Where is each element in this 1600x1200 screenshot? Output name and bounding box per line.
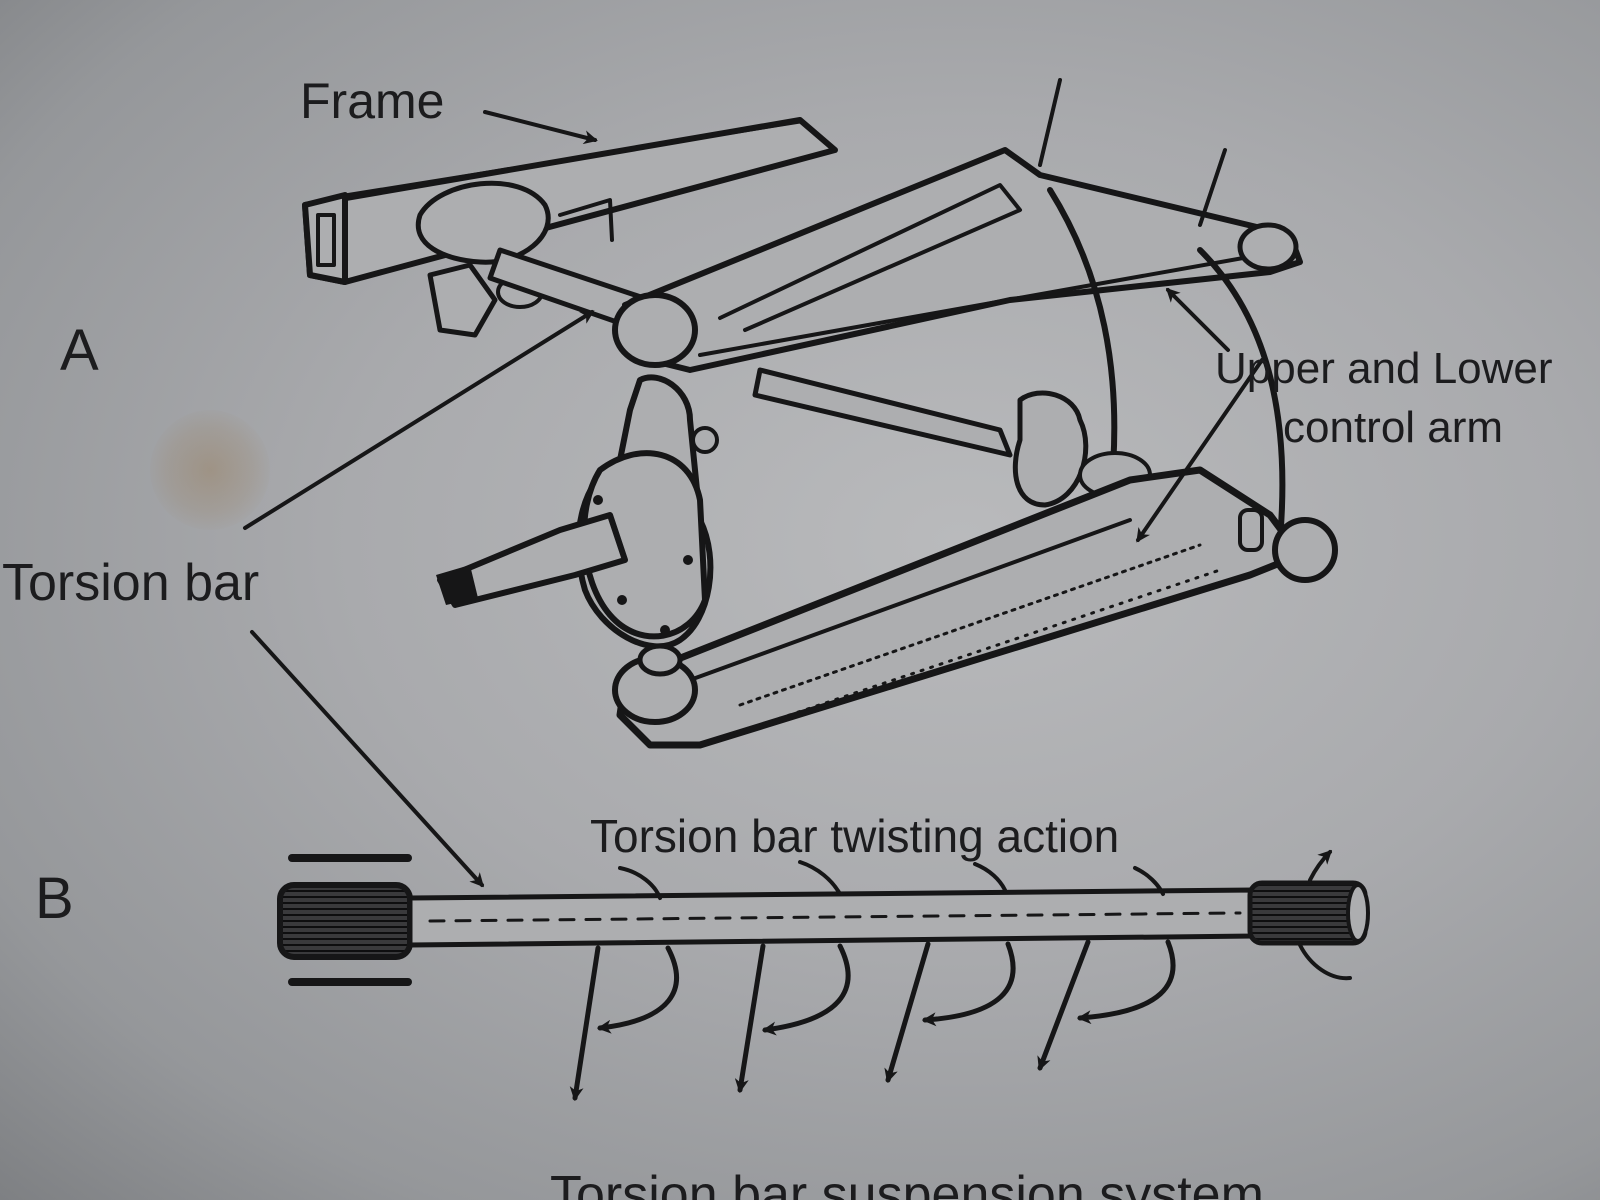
frame-label: Frame xyxy=(300,73,444,129)
torsion-bar-leader-b xyxy=(250,630,485,888)
steering-knuckle xyxy=(436,374,719,650)
part-a-label: A xyxy=(60,318,99,383)
shock-absorber xyxy=(1047,187,1118,503)
twist-arrows xyxy=(569,939,1176,1101)
control-arm-label-line2: control arm xyxy=(1283,403,1503,452)
anchored-spline-end xyxy=(277,882,413,960)
torsion-bar-twist-drawing xyxy=(277,849,1370,1101)
figure-caption: Torsion bar suspension system xyxy=(550,1166,1264,1200)
torsion-bar-label: Torsion bar xyxy=(2,554,259,612)
torsion-bar-mount xyxy=(415,180,551,338)
lower-control-arm xyxy=(612,466,1338,749)
upper-arm-leader xyxy=(1165,287,1230,352)
part-b-label: B xyxy=(35,866,74,931)
control-arm-label-line1: Upper and Lower xyxy=(1215,344,1553,393)
lower-arm-leader xyxy=(1136,358,1264,543)
frame-arc xyxy=(1197,247,1286,543)
torsion-bar-leader-a xyxy=(243,310,595,530)
frame-leader xyxy=(483,110,598,145)
twisting-action-label: Torsion bar twisting action xyxy=(590,810,1119,862)
strut-rod xyxy=(752,367,1013,458)
strut-bushing xyxy=(1012,390,1089,508)
suspension-assembly-drawing xyxy=(302,78,1338,749)
upper-control-arm xyxy=(612,78,1303,373)
